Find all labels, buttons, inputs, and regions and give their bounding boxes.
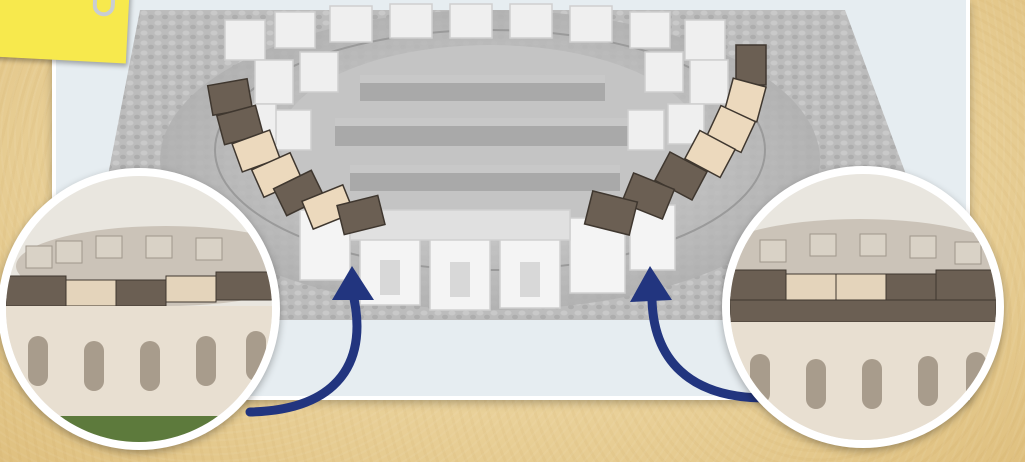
- detail-bubble-left-image: [6, 176, 272, 442]
- page-number: 18: [12, 0, 103, 9]
- detail-bubble-right-image: [730, 174, 996, 440]
- detail-bubble-right: [722, 166, 1004, 448]
- inner-seating: [335, 75, 635, 191]
- paper-clip-icon: [92, 0, 116, 17]
- page-number-note: 18: [0, 0, 130, 64]
- detail-bubble-left: [0, 168, 280, 450]
